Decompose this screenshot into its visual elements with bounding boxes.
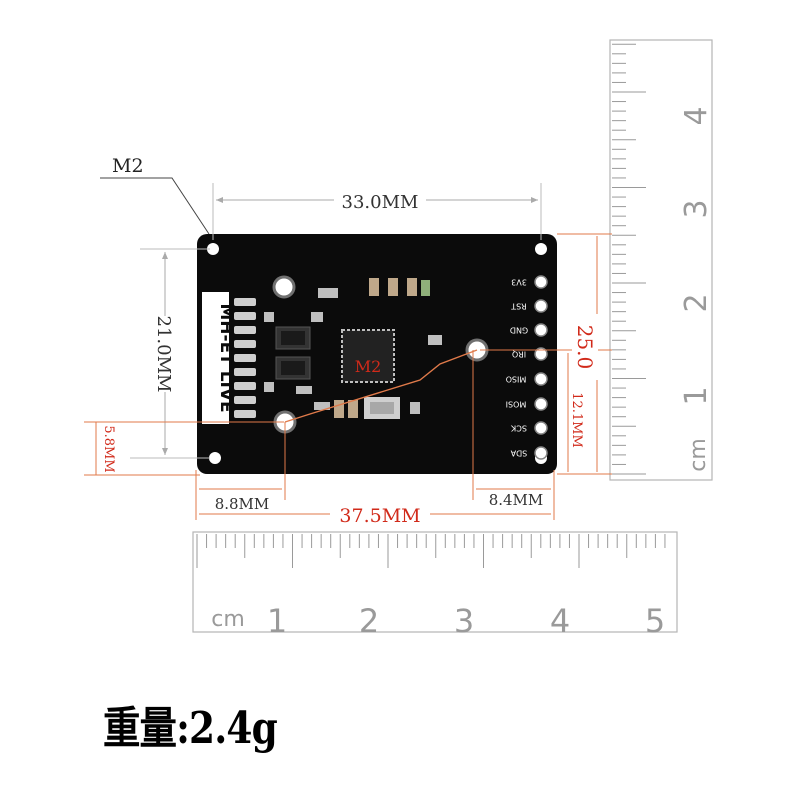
vertical-ruler-ticks [612,43,646,475]
rfid-module-board: MH-ET LIVE [197,234,557,474]
hole-spec-label: M2 [112,155,144,177]
horizontal-ruler-tick-label: 5 [645,602,665,640]
vertical-ruler-tick-label: 4 [679,106,714,125]
horizontal-ruler-unit: cm [211,607,245,632]
hole-offset-left-label: 8.8MM [215,495,270,513]
header-pins [534,275,548,460]
inner-hole [272,275,296,299]
width-dimension-label: 33.0MM [342,192,419,213]
pin-label: RST [511,302,527,311]
vertical-ruler-unit: cm [686,438,711,472]
pin-labels: 3V3 RST GND IRQ MISO MOSI SCK SDA [506,278,528,458]
antenna-pads [234,298,256,418]
mounting-hole [207,243,219,255]
horizontal-ruler-tick-label: 4 [550,602,570,640]
vertical-ruler-tick-label: 1 [679,386,714,405]
mounting-hole [535,243,547,255]
chip-marking: M2 [355,357,382,376]
horizontal-ruler-tick-label: 2 [359,602,379,640]
smd-components [264,278,442,418]
pin-label: MOSI [506,400,527,409]
brand-label: MH-ET LIVE [216,303,236,412]
height-dimension-label: 21.0MM [153,316,174,393]
total-height-label: 25.0 [573,325,597,370]
horizontal-ruler-tick-label: 1 [267,602,287,640]
horizontal-ruler: cm 1 2 3 4 5 [192,531,678,640]
pin-label: IRQ [512,350,526,359]
pin-label: GND [510,326,528,335]
weight-label: 重量:2.4g [103,703,278,754]
rc522-chip [341,329,395,383]
horizontal-ruler-ticks [196,534,666,568]
mounting-hole [209,452,221,464]
dimension-labels: M2 33.0MM 21.0MM 5.8MM 8.8MM 8.4MM 37.5M… [101,155,598,527]
horizontal-ruler-tick-label: 3 [454,602,474,640]
vertical-ruler-tick-label: 3 [679,199,714,218]
pin-label: 3V3 [511,278,527,287]
total-length-label: 37.5MM [339,505,420,527]
hole-offset-right-label: 8.4MM [489,491,544,509]
hole-link-line [284,349,478,423]
pin-label: SDA [510,449,527,458]
pin-span-label: 12.1MM [569,392,584,448]
hole-offset-y-label: 5.8MM [101,425,116,472]
vertical-ruler-tick-label: 2 [679,293,714,312]
pin-label: MISO [506,375,527,384]
vertical-ruler: cm 1 2 3 4 [609,39,714,481]
pin-label: SCK [510,424,527,433]
